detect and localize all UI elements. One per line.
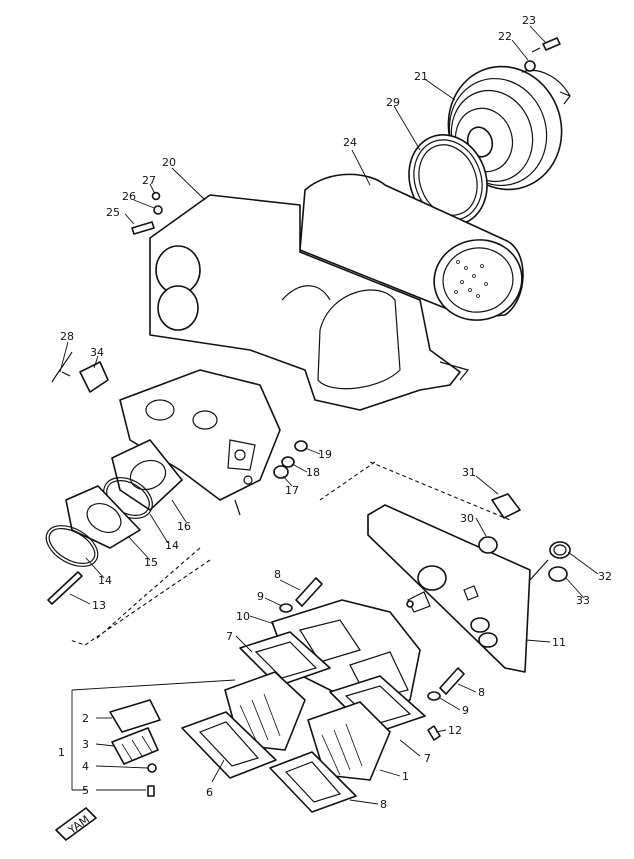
- washer-30: [478, 536, 498, 554]
- callout-8a: 8: [274, 568, 281, 581]
- spring-28: [51, 351, 73, 383]
- callout-25: 25: [106, 206, 120, 219]
- washer-27: [151, 191, 161, 201]
- nut-4: [147, 763, 157, 773]
- callout-16: 16: [177, 520, 191, 533]
- plug-19: [294, 440, 308, 452]
- callout-8c: 8: [380, 798, 387, 811]
- callout-2: 2: [82, 712, 89, 725]
- callout-14a: 14: [165, 539, 179, 552]
- air-duct-24: [299, 173, 524, 321]
- screw-25: [131, 221, 155, 235]
- callout-10: 10: [236, 610, 250, 623]
- plug-18: [281, 456, 295, 468]
- seal-32: [549, 541, 571, 559]
- washer-26: [153, 205, 163, 215]
- callout-4: 4: [82, 760, 89, 773]
- callout-9b: 9: [462, 704, 469, 717]
- callout-14b: 14: [98, 574, 112, 587]
- callout-27: 27: [142, 174, 156, 187]
- callout-1a: 1: [402, 770, 409, 783]
- plug-12: [427, 725, 441, 741]
- bolt-8a: [295, 577, 323, 607]
- callout-30: 30: [460, 512, 474, 525]
- callout-24: 24: [343, 136, 357, 149]
- seal-33: [529, 559, 568, 582]
- gasket-6: [181, 711, 277, 779]
- gasket-16: [111, 439, 183, 511]
- stud-13: [47, 571, 83, 605]
- gasket-8c: [269, 751, 357, 813]
- callout-18: 18: [306, 466, 320, 479]
- callout-29: 29: [386, 96, 400, 109]
- bolt-23: [531, 37, 561, 53]
- callout-31: 31: [462, 466, 476, 479]
- callout-28: 28: [60, 330, 74, 343]
- gasket-7a: [239, 631, 331, 687]
- callout-20: 20: [162, 156, 176, 169]
- bracket-34: [79, 361, 109, 393]
- callout-labels: 23 22 21 29 24 20 27 26 25 28 34 19 18 1…: [58, 14, 612, 811]
- stopper-2: [109, 699, 161, 733]
- clip-22: [521, 60, 571, 105]
- callout-26: 26: [122, 190, 136, 203]
- callout-12: 12: [448, 724, 462, 737]
- bracket-1: [71, 679, 236, 791]
- joint-15: [65, 485, 141, 549]
- reed-petal-3: [111, 727, 159, 765]
- callout-6: 6: [206, 786, 213, 799]
- callout-11: 11: [552, 636, 566, 649]
- leader-lines: [59, 25, 599, 805]
- callout-19: 19: [318, 448, 332, 461]
- callout-7a: 7: [226, 630, 233, 643]
- gasket-31: [491, 493, 521, 519]
- callout-32: 32: [598, 570, 612, 583]
- seal-ring-29: [408, 134, 488, 226]
- callout-3: 3: [82, 738, 89, 751]
- callout-23: 23: [522, 14, 536, 27]
- callout-33: 33: [576, 594, 590, 607]
- callout-8b: 8: [478, 686, 485, 699]
- callout-9a: 9: [257, 590, 264, 603]
- callout-13: 13: [92, 599, 106, 612]
- callout-5: 5: [82, 784, 89, 797]
- washer-9b: [427, 691, 441, 701]
- screw-5: [147, 785, 155, 797]
- cover-plate-11: [367, 504, 531, 673]
- callout-34: 34: [90, 346, 104, 359]
- bolt-8b: [439, 667, 465, 695]
- callout-7b: 7: [424, 752, 431, 765]
- callout-22: 22: [498, 30, 512, 43]
- o-ring-14b: [45, 525, 99, 567]
- callout-15: 15: [144, 556, 158, 569]
- washer-9a: [279, 603, 293, 613]
- callout-1b: 1: [58, 746, 65, 759]
- plug-17: [273, 465, 289, 479]
- callout-17: 17: [285, 484, 299, 497]
- brand-logo: YAM: [55, 807, 97, 841]
- callout-21: 21: [414, 70, 428, 83]
- silencer-case-20: [149, 194, 470, 411]
